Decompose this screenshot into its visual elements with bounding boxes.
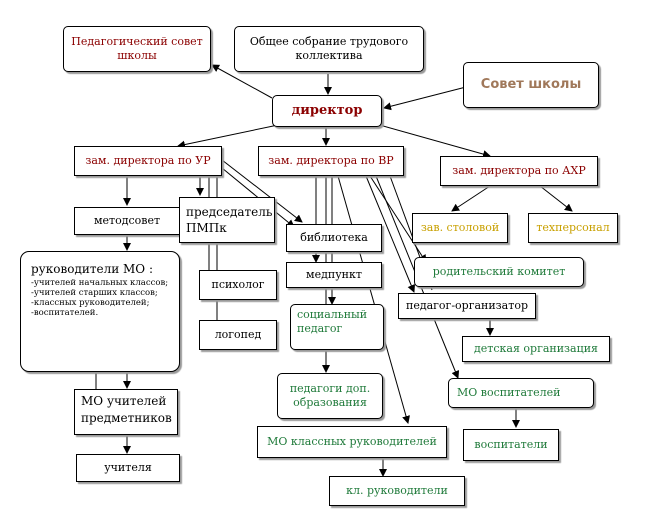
node-children-org-label: детская организация xyxy=(474,342,598,355)
mo-heads-item: -учителей старших классов; xyxy=(31,288,158,298)
arrow-ahr-canteen xyxy=(451,185,491,212)
node-ped-council-label: Педагогический совет школы xyxy=(71,35,203,62)
arrow-vr-moclass xyxy=(337,175,410,424)
node-social-pedagogue: социальный педагог xyxy=(290,304,384,350)
node-deputy-vr-label: зам. директора по ВР xyxy=(268,154,394,167)
node-deputy-ur-label: зам. директора по УР xyxy=(85,154,211,167)
node-mo-heads-title: руководители МО : xyxy=(31,262,153,276)
node-class-leaders: кл. руководители xyxy=(329,476,465,506)
node-speech-therapist: логопед xyxy=(199,320,277,350)
node-medical-point: медпункт xyxy=(286,262,382,288)
node-teachers: учителя xyxy=(76,454,180,482)
node-ped-organizer: педагог-организатор xyxy=(398,293,536,319)
arrow-director-deputy-ur xyxy=(177,124,279,149)
node-mo-heads-list: -учителей начальных классов; -учителей с… xyxy=(31,278,169,318)
node-mo-class-leaders-label: МО классных руководителей xyxy=(267,435,437,448)
arrow-vr-pedorg xyxy=(365,175,416,293)
node-teachers-label: учителя xyxy=(104,461,152,474)
node-canteen-label: зав. столовой xyxy=(420,221,500,234)
node-social-pedagogue-label: социальный педагог xyxy=(297,308,368,335)
mo-heads-item: -воспитателей. xyxy=(31,308,99,318)
node-general-meeting: Общее собрание трудового коллектива xyxy=(234,26,424,72)
node-general-meeting-label: Общее собрание трудового коллектива xyxy=(249,35,409,62)
node-mo-subject-teachers: МО учителей предметников xyxy=(74,389,178,435)
node-medical-point-label: медпункт xyxy=(306,268,362,281)
node-library: библиотека xyxy=(286,224,382,252)
node-psychologist-label: психолог xyxy=(211,278,265,291)
arrow-ahr-techstaff xyxy=(539,185,573,212)
mo-heads-item: -классных руководителей; xyxy=(31,298,150,308)
node-canteen: зав. столовой xyxy=(412,213,508,243)
node-school-council: Совет школы xyxy=(463,62,599,108)
node-psychologist: психолог xyxy=(199,270,277,300)
node-deputy-ahr: зам. директора по АХР xyxy=(440,156,598,186)
node-children-org: детская организация xyxy=(462,336,610,362)
node-pmpk-chair-label: председатель ПМПк xyxy=(186,205,273,235)
node-tech-staff-label: техперсонал xyxy=(536,221,610,234)
node-educators: воспитатели xyxy=(463,429,559,461)
node-methodical-council: методсовет xyxy=(74,207,180,235)
node-speech-therapist-label: логопед xyxy=(214,328,262,341)
arrow-director-ped-council xyxy=(211,64,273,99)
node-deputy-ahr-label: зам. директора по АХР xyxy=(452,164,586,177)
node-mo-heads: руководители МО : -учителей начальных кл… xyxy=(20,251,180,372)
node-extra-ed-teachers-label: педагоги доп. образования xyxy=(289,382,371,409)
node-deputy-vr: зам. директора по ВР xyxy=(258,146,404,176)
arrow-director-deputy-ahr xyxy=(375,123,491,158)
node-ped-organizer-label: педагог-организатор xyxy=(406,299,528,312)
node-mo-educators-label: МО воспитателей xyxy=(457,386,561,399)
node-director: директор xyxy=(272,95,382,127)
arrow-ur-library-a xyxy=(221,159,303,223)
node-educators-label: воспитатели xyxy=(474,438,548,451)
node-class-leaders-label: кл. руководители xyxy=(346,484,448,497)
node-mo-subject-teachers-label: МО учителей предметников xyxy=(81,394,172,425)
node-library-label: библиотека xyxy=(300,231,368,244)
node-director-label: директор xyxy=(291,103,363,118)
node-tech-staff: техперсонал xyxy=(528,213,618,243)
node-ped-council: Педагогический совет школы xyxy=(63,26,211,72)
node-extra-ed-teachers: педагоги доп. образования xyxy=(277,373,383,419)
node-pmpk-chair: председатель ПМПк xyxy=(179,197,275,243)
node-methodical-council-label: методсовет xyxy=(93,214,161,227)
node-mo-educators: МО воспитателей xyxy=(448,378,594,408)
mo-heads-item: -учителей начальных классов; xyxy=(31,278,169,288)
node-school-council-label: Совет школы xyxy=(480,77,582,92)
node-mo-class-leaders: МО классных руководителей xyxy=(257,426,447,458)
node-parents-committee-label: родительский комитет xyxy=(432,265,566,278)
arrow-school-council-director xyxy=(383,86,467,111)
node-deputy-ur: зам. директора по УР xyxy=(74,146,222,176)
node-parents-committee: родительский комитет xyxy=(414,257,584,287)
